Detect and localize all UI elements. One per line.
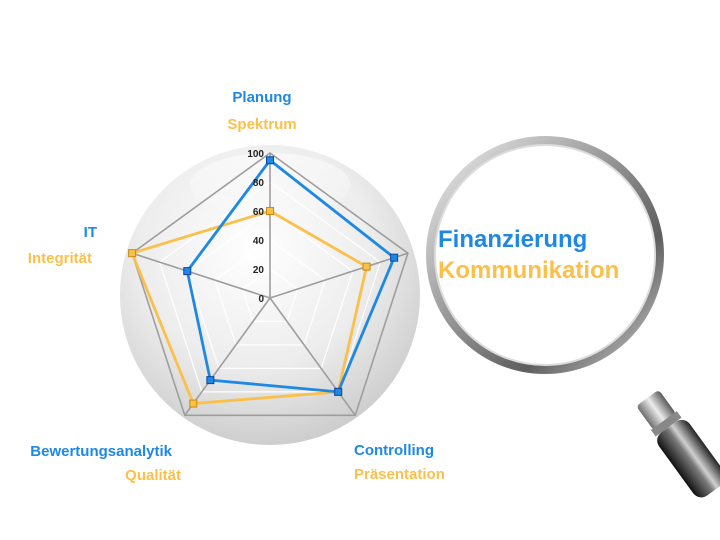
axis-label-2-secondary: Präsentation	[354, 466, 445, 483]
axis-label-4-primary: Bewertungsanalytik	[30, 443, 172, 460]
axis-label-2-primary: Controlling	[354, 442, 434, 459]
series-line-1	[185, 158, 396, 394]
tick-label: 20	[253, 265, 265, 276]
series-1-point	[390, 253, 399, 262]
series-2-point	[189, 399, 198, 408]
lens-title-2: Kommunikation	[438, 257, 619, 284]
grid-ring	[214, 239, 326, 346]
magnifier-icon	[426, 136, 720, 498]
axis-spoke	[131, 252, 271, 299]
series-1-point	[334, 387, 343, 396]
tick-label: 80	[253, 178, 265, 189]
axis-label-5-primary: IT	[84, 224, 97, 241]
tick-label: 60	[253, 207, 265, 218]
axis-spoke	[269, 252, 409, 299]
series-2-point	[266, 207, 274, 215]
tick-label: 0	[258, 294, 264, 305]
grid-ring	[241, 268, 299, 323]
axis-label-1-secondary: Spektrum	[227, 116, 296, 133]
axis-spoke	[184, 297, 271, 416]
series-1-point	[183, 267, 192, 276]
tick-label: 100	[247, 149, 264, 160]
series-1-point	[206, 376, 215, 385]
series-2-point	[128, 249, 137, 258]
outer-web	[131, 152, 409, 417]
grid-ring	[158, 181, 382, 393]
series-1-point	[266, 156, 274, 165]
axis-label-4-secondary: Qualität	[125, 467, 181, 484]
grid-ring	[186, 210, 354, 369]
axis-label-5-secondary: Integrität	[28, 250, 92, 267]
series-2-point	[362, 262, 371, 271]
series-line-2	[130, 209, 368, 405]
lens-title-1: Finanzierung	[438, 226, 587, 253]
tick-label: 40	[253, 236, 265, 247]
axis-label-1-primary: Planung	[232, 89, 291, 106]
